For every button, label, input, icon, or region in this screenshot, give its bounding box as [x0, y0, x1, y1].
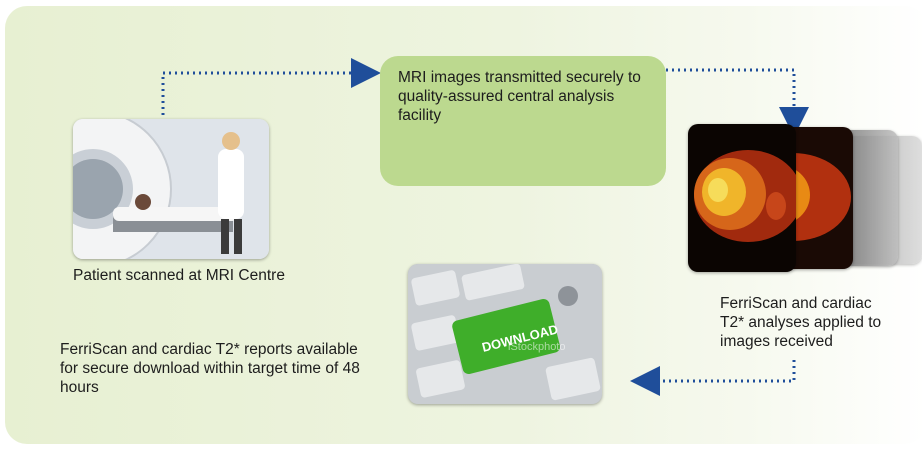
download-key-photo: DOWNLOAD iStockphoto [408, 264, 602, 404]
liver-scan-images [688, 124, 922, 272]
download-key [452, 298, 561, 374]
arrow-scan-to-transmit [161, 58, 381, 115]
arrow-transmit-to-analysis [666, 68, 809, 137]
watermark: iStockphoto [508, 341, 565, 353]
analysis-caption: FerriScan and cardiac T2* analyses appli… [720, 295, 882, 350]
mri-scanner-photo [73, 119, 269, 259]
transmit-box [380, 56, 666, 186]
arrow-analysis-to-report [630, 360, 796, 396]
scan-caption: Patient scanned at MRI Centre [73, 267, 285, 284]
report-caption: FerriScan and cardiac T2* reports availa… [60, 341, 360, 396]
transmit-text: MRI images transmitted securely to quali… [398, 69, 641, 124]
